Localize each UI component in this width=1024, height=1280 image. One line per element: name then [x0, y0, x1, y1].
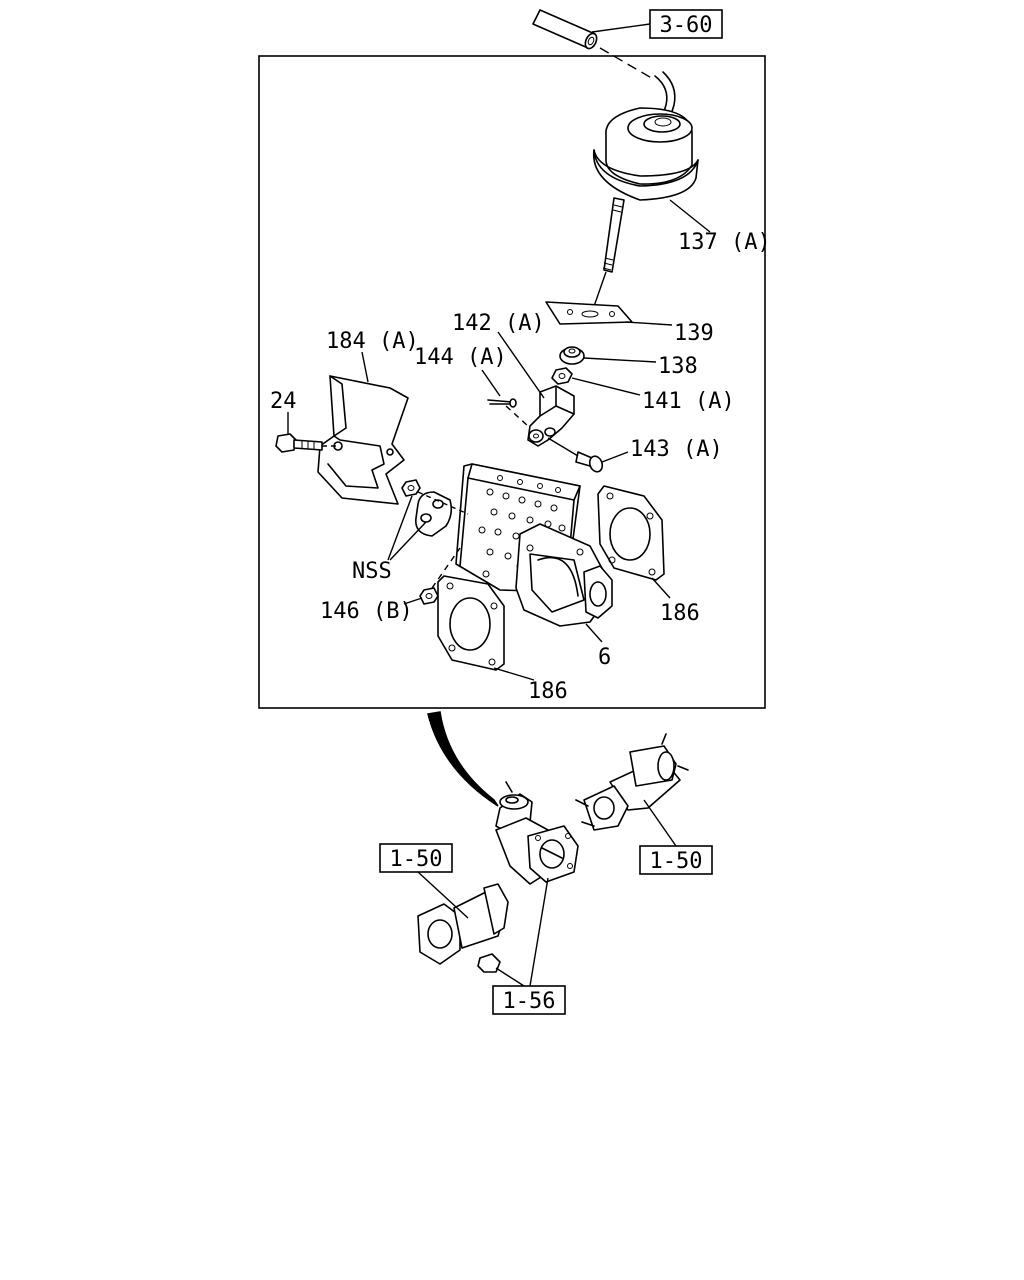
label-142a: 142 (A) [452, 311, 545, 336]
vacuum-actuator [592, 71, 699, 273]
nss-nut [401, 479, 421, 497]
valve-body-holes [478, 475, 566, 578]
leader-146b [403, 597, 423, 605]
ref-1-56-bottom-text: 1-56 [503, 989, 556, 1014]
ref-1-50-right-text: 1-50 [650, 849, 703, 874]
ref-box-1-50-right[interactable]: 1-50 [639, 845, 713, 875]
ref-box-1-56-bottom[interactable]: 1-56 [492, 985, 566, 1015]
ref-3-60-text: 3-60 [660, 13, 713, 38]
leader-143a [601, 451, 629, 463]
label-146b: 146 (B) [320, 599, 413, 624]
nss-washer-plate [415, 491, 453, 537]
leader-ref-bottom-1 [529, 877, 549, 987]
leader-nss-1 [387, 495, 413, 561]
nss-axis-dashed [417, 491, 469, 515]
valve-flange [515, 523, 613, 627]
hose-pipe [532, 9, 598, 50]
gasket-bottom [437, 575, 505, 671]
leader-144a [481, 369, 501, 397]
overview-exhaust-pipe-right [575, 733, 689, 831]
label-nss: NSS [352, 559, 392, 584]
leader-ref-bottom-2 [495, 967, 525, 987]
overview-exhaust-pipe-left [417, 883, 509, 973]
label-186-right: 186 [660, 601, 700, 626]
leader-3-60 [591, 23, 651, 33]
leader-186-bottom [493, 667, 535, 681]
label-143a: 143 (A) [630, 437, 723, 462]
pin-axis-dashed [505, 405, 529, 427]
label-6: 6 [598, 645, 611, 670]
label-184a: 184 (A) [326, 329, 419, 354]
bolt-24 [275, 433, 323, 453]
leader-6 [585, 623, 603, 643]
detail-frame [258, 55, 766, 709]
leader-137a [669, 199, 711, 233]
pin-144a [487, 398, 517, 408]
label-24: 24 [270, 389, 297, 414]
label-139: 139 [674, 321, 714, 346]
ref-1-50-left-text: 1-50 [390, 847, 443, 872]
ref-box-1-50-left[interactable]: 1-50 [379, 843, 453, 873]
leader-141a [571, 377, 641, 396]
label-144a: 144 (A) [414, 345, 507, 370]
leader-ref-right [643, 799, 677, 847]
nut-146b-axis-dashed [431, 547, 461, 589]
leader-ref-left [417, 871, 469, 919]
leader-184a [361, 351, 369, 383]
leader-nss-2 [389, 521, 427, 561]
lever-bracket [527, 385, 575, 447]
label-138: 138 [658, 354, 698, 379]
leader-139 [625, 321, 673, 326]
leader-138 [583, 357, 657, 363]
mounting-plate [545, 301, 633, 325]
detail-arrow [427, 711, 499, 807]
leader-142a [497, 331, 545, 399]
label-141a: 141 (A) [642, 389, 735, 414]
nut-146b [419, 587, 439, 605]
gasket-right [597, 485, 665, 581]
hose-connection-dashed [599, 47, 656, 81]
bushing [559, 346, 585, 365]
bolt-axis-line [547, 437, 579, 457]
ref-box-3-60[interactable]: 3-60 [649, 9, 723, 39]
heat-shield [317, 375, 409, 505]
leader-186-right [651, 577, 671, 599]
label-186-bottom: 186 [528, 679, 568, 704]
nut-141a [551, 367, 573, 385]
overview-valve-assembly [495, 781, 579, 885]
label-137a: 137 (A) [678, 230, 771, 255]
bolt-143a [575, 451, 604, 473]
